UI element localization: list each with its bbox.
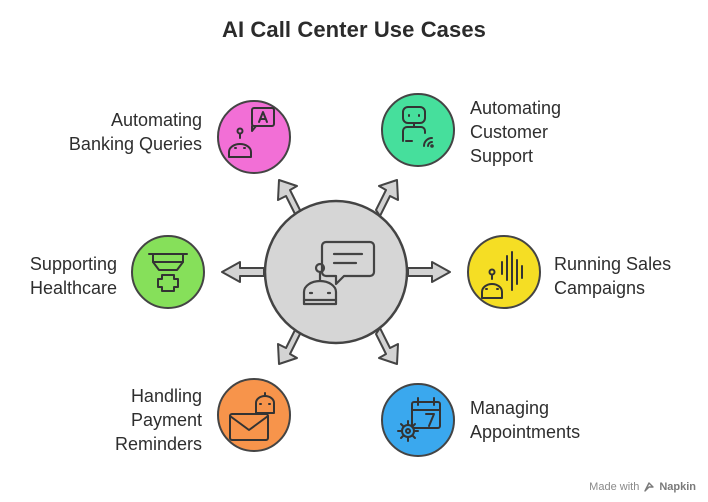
napkin-logo-icon (644, 482, 655, 492)
arrow-to-banking (277, 179, 301, 217)
use-case-label-banking: Automating Banking Queries (69, 108, 202, 156)
arrow-to-customer-support (375, 179, 399, 217)
use-case-label-appointments: Managing Appointments (470, 396, 580, 444)
use-case-node-healthcare (131, 235, 205, 309)
label-line: Automating (470, 98, 562, 118)
label-line: Running Sales (554, 254, 672, 274)
label-line: Automating (110, 110, 202, 130)
use-case-label-customer-support: Automating Customer Support (470, 96, 561, 168)
medical-drone-icon (148, 253, 188, 292)
robot-wifi-icon (402, 106, 434, 148)
use-case-label-healthcare: Supporting Healthcare (30, 252, 117, 300)
use-case-node-banking (217, 100, 291, 174)
use-case-node-sales (467, 235, 541, 309)
label-line: Supporting (29, 254, 117, 274)
label-line: Banking Queries (68, 134, 202, 154)
label-line: Campaigns (554, 278, 646, 298)
arrow-to-sales (407, 261, 451, 283)
chatbot-conversation-icon (302, 240, 376, 306)
use-case-node-payment (217, 378, 291, 452)
label-line: Healthcare (29, 278, 117, 298)
diagram-title: AI Call Center Use Cases (221, 17, 487, 42)
calendar-gear-icon (397, 397, 441, 442)
label-line: Appointments (470, 422, 581, 442)
use-case-node-customer-support (381, 93, 455, 167)
use-case-label-payment: Handling Payment Reminders (115, 384, 202, 456)
label-line: Customer (470, 122, 549, 142)
arrow-to-appointments (375, 327, 399, 365)
label-line: Payment (130, 410, 202, 430)
footer-brand: Napkin (659, 481, 696, 493)
footer-prefix: Made with (589, 481, 640, 493)
label-line: Support (470, 146, 534, 166)
robot-translate-icon (228, 107, 275, 158)
label-line: Reminders (114, 434, 202, 454)
arrow-to-healthcare (221, 261, 265, 283)
arrow-to-payment (277, 327, 301, 365)
label-line: Handling (130, 386, 202, 406)
robot-soundwave-icon (481, 251, 523, 299)
napkin-watermark[interactable]: Made with Napkin (589, 481, 696, 493)
use-case-label-sales: Running Sales Campaigns (554, 252, 671, 300)
robot-mail-icon (229, 392, 275, 441)
label-line: Managing (470, 398, 550, 418)
center-hub (263, 199, 409, 345)
use-case-node-appointments (381, 383, 455, 457)
